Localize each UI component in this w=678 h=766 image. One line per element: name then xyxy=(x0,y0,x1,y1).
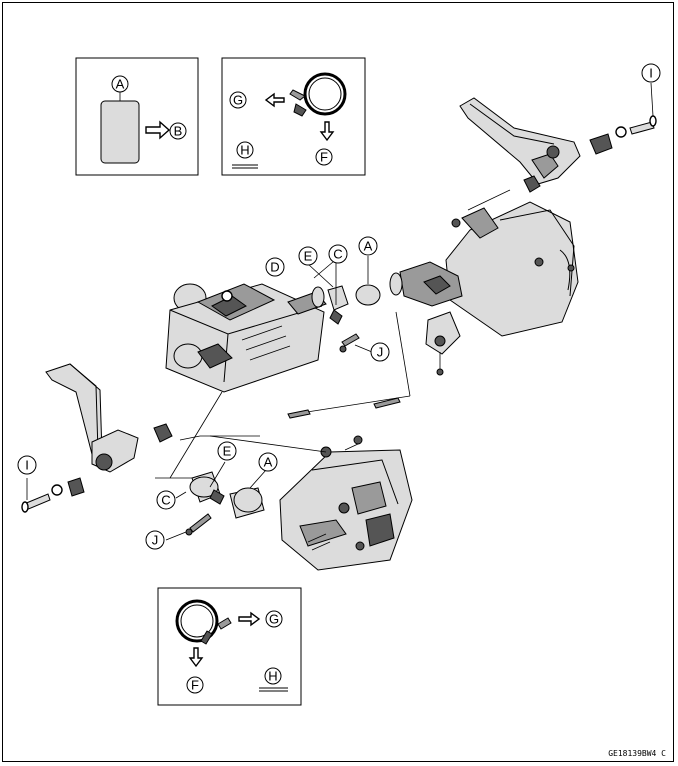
footpeg-bracket-upper xyxy=(459,82,657,193)
callout-f-inset-upper: F xyxy=(315,148,333,166)
svg-text:I: I xyxy=(649,66,653,81)
svg-text:F: F xyxy=(320,150,328,165)
connector-pipe-lower xyxy=(185,471,265,536)
clamp-lower xyxy=(189,476,219,498)
svg-text:G: G xyxy=(233,93,243,108)
callout-a-lower: A xyxy=(258,452,278,472)
svg-text:I: I xyxy=(25,458,29,473)
arrow-down-icon xyxy=(319,121,335,142)
callout-g-inset-lower: G xyxy=(265,610,283,628)
callout-g-inset-upper: G xyxy=(229,91,247,109)
arrow-right-icon xyxy=(238,611,261,627)
arrow-right-icon xyxy=(145,120,171,140)
exhaust-chamber xyxy=(165,283,325,393)
callout-e-upper: E xyxy=(298,246,318,266)
svg-text:J: J xyxy=(152,533,159,548)
callout-c-upper: C xyxy=(328,244,348,264)
svg-text:A: A xyxy=(364,239,373,254)
svg-text:C: C xyxy=(161,493,170,508)
svg-text:A: A xyxy=(264,455,273,470)
callout-j-upper: J xyxy=(370,342,390,362)
callout-h-inset-upper: H xyxy=(236,141,254,159)
callout-b-inset: B xyxy=(169,122,187,140)
figure-code: GE18139BW4 C xyxy=(608,749,666,758)
arrow-left-icon xyxy=(264,92,285,108)
muffler-left xyxy=(279,435,413,571)
callout-a-upper: A xyxy=(358,236,378,256)
svg-text:F: F xyxy=(191,678,199,693)
footpeg-bracket-lower xyxy=(21,363,173,513)
bolt-icon xyxy=(629,121,655,135)
callout-h-inset-lower: H xyxy=(264,667,282,685)
connector-pipe-upper xyxy=(287,284,381,325)
callout-f-inset-lower: F xyxy=(186,676,204,694)
callout-j-lower: J xyxy=(145,530,165,550)
clamp-bolt xyxy=(189,513,212,533)
callout-a-inset: A xyxy=(111,75,129,93)
arrow-down-icon xyxy=(188,647,204,668)
svg-text:D: D xyxy=(270,260,279,275)
svg-text:G: G xyxy=(269,612,279,627)
gasket-upper xyxy=(355,284,381,306)
callout-d: D xyxy=(265,257,285,277)
svg-text:H: H xyxy=(268,669,277,684)
inset-box-gasket-direction xyxy=(75,57,199,176)
gasket-lower xyxy=(233,487,263,513)
svg-text:J: J xyxy=(377,345,384,360)
callouts: A B G H F I D E C A J I E A C J G F H xyxy=(17,63,661,694)
callout-i-lower: I xyxy=(17,455,37,475)
svg-text:C: C xyxy=(333,247,342,262)
bolt-spacer xyxy=(589,133,613,155)
callout-e-lower: E xyxy=(217,441,237,461)
svg-text:H: H xyxy=(240,143,249,158)
inset-box-clamp-lower xyxy=(157,587,302,706)
leader-lines xyxy=(155,189,511,541)
svg-text:B: B xyxy=(174,124,183,139)
clamp-bolt-upper xyxy=(341,333,360,347)
callout-i-upper: I xyxy=(641,63,661,83)
inset-box-clamp-upper xyxy=(221,57,366,176)
svg-text:E: E xyxy=(304,249,313,264)
muffler-right xyxy=(389,201,579,376)
svg-text:A: A xyxy=(116,77,125,92)
callout-c-lower: C xyxy=(156,490,176,510)
svg-text:E: E xyxy=(223,444,232,459)
